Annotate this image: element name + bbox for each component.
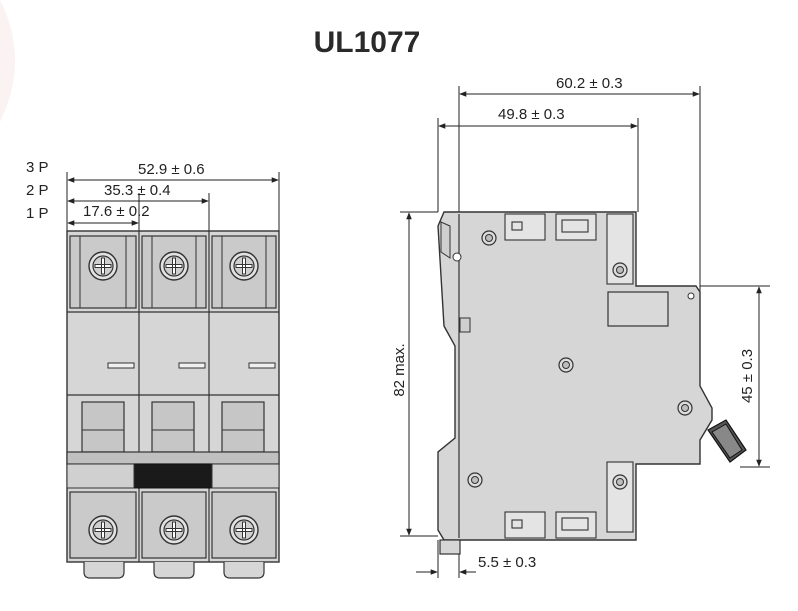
handle-tie-bar [133,463,213,489]
toggle-handle [707,419,747,463]
rivet-icon [467,472,483,488]
width-1p-label: 17.6 ± 0.2 [83,203,150,220]
diagram-title: UL1077 [313,26,421,59]
pole-label-2p: 2 P [26,182,49,199]
label-window [607,291,669,327]
face-height-label: 45 ± 0.3 [739,349,756,403]
rivet-icon [677,400,693,416]
width-2p-label: 35.3 ± 0.4 [104,182,171,199]
height-label: 82 max. [391,343,408,396]
side-view: 82 max. 45 ± 0.3 [391,86,770,578]
din-clip [439,539,461,555]
clip-offset-label: 5.5 ± 0.3 [478,554,537,571]
pole-label-3p: 3 P [26,159,49,176]
edge-artifact [0,0,15,122]
side-dimension-lines [406,91,762,575]
terminal-screw-icon [88,251,118,281]
front-view [66,172,280,579]
terminal-screw-icon [229,251,259,281]
terminal-screw-icon [159,251,189,281]
terminal-screw-icon [229,515,259,545]
rivet-icon [612,262,628,278]
rivet-icon [558,357,574,373]
breaker-side-body [437,211,713,541]
terminal-screw-icon [88,515,118,545]
width-dimension-lines [67,177,279,226]
terminal-screw-icon [159,515,189,545]
rivet-icon [481,230,497,246]
width-3p-label: 52.9 ± 0.6 [138,161,205,178]
front-depth-label: 49.8 ± 0.3 [498,106,565,123]
overall-depth-label: 60.2 ± 0.3 [556,75,623,92]
pole-label-1p: 1 P [26,205,49,222]
rivet-icon [612,474,628,490]
